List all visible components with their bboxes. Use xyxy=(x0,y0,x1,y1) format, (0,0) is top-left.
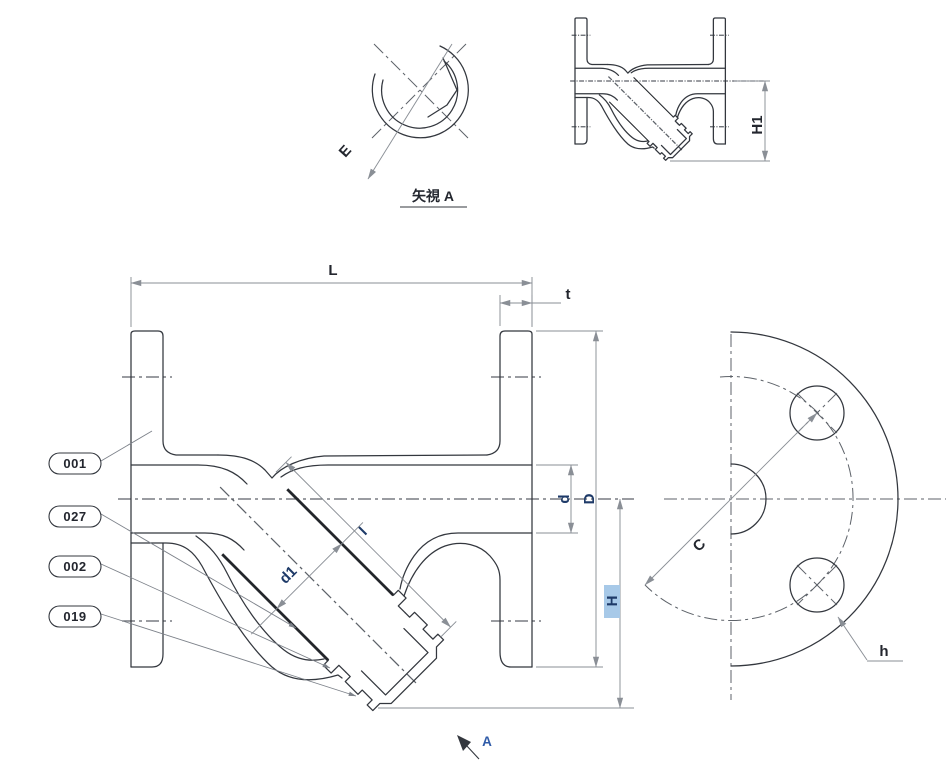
dim-H-highlight xyxy=(604,585,620,618)
dim-h: h xyxy=(837,616,903,662)
side-view xyxy=(569,17,765,166)
balloon-027-outline xyxy=(48,505,102,528)
flange-outer-arc xyxy=(730,331,899,667)
front-view xyxy=(116,329,636,724)
bolt-circle-arc xyxy=(644,376,854,621)
balloon-001-outline xyxy=(48,452,102,475)
dim-H-label: H xyxy=(604,596,621,607)
dim-t-label: t xyxy=(566,286,571,303)
dim-C-label: C xyxy=(690,535,710,555)
dim-l-label: l xyxy=(356,524,371,539)
balloon-027: 027 xyxy=(48,505,297,629)
dim-H: H xyxy=(378,498,634,709)
dim-E-label: E xyxy=(336,142,355,161)
cap-inner-profile xyxy=(427,57,458,118)
flange-end-view: C h xyxy=(644,331,946,700)
cap-outer-arc xyxy=(371,45,469,139)
balloon-019-number: 019 xyxy=(63,609,86,624)
view-arrow-label: A xyxy=(482,734,492,749)
detail-centermarks xyxy=(371,43,469,139)
balloon-001: 001 xyxy=(48,430,153,475)
detail-view-a: E 矢視 A xyxy=(336,43,469,208)
balloon-019-outline xyxy=(48,605,102,628)
balloon-002-number: 002 xyxy=(63,559,86,574)
dim-l-d1: l d1 xyxy=(250,456,457,638)
balloon-002-outline xyxy=(48,555,102,578)
dim-h-label: h xyxy=(879,643,888,660)
dim-t: t xyxy=(499,286,571,326)
dim-E-line xyxy=(367,43,453,180)
dim-D-label: D xyxy=(581,493,598,504)
balloon-001-number: 001 xyxy=(63,456,86,471)
view-a-caption: 矢視 A xyxy=(412,188,454,204)
cap-inner-arc xyxy=(380,60,459,129)
dim-H1-label: H1 xyxy=(749,115,766,134)
dim-d: d xyxy=(536,464,578,534)
dim-d-label: d xyxy=(556,494,573,503)
balloon-027-number: 027 xyxy=(63,509,86,524)
view-arrow-icon xyxy=(457,735,471,751)
dim-L: L xyxy=(130,262,533,327)
dim-H1: H1 xyxy=(670,80,770,162)
dim-L-label: L xyxy=(328,262,337,279)
dim-d1-label: d1 xyxy=(276,563,300,587)
flange-centerlines xyxy=(664,334,946,700)
balloon-002: 002 xyxy=(48,555,331,669)
dim-D: D xyxy=(536,330,603,668)
balloon-019: 019 xyxy=(48,605,357,697)
view-direction-arrow-a: A xyxy=(457,734,492,760)
